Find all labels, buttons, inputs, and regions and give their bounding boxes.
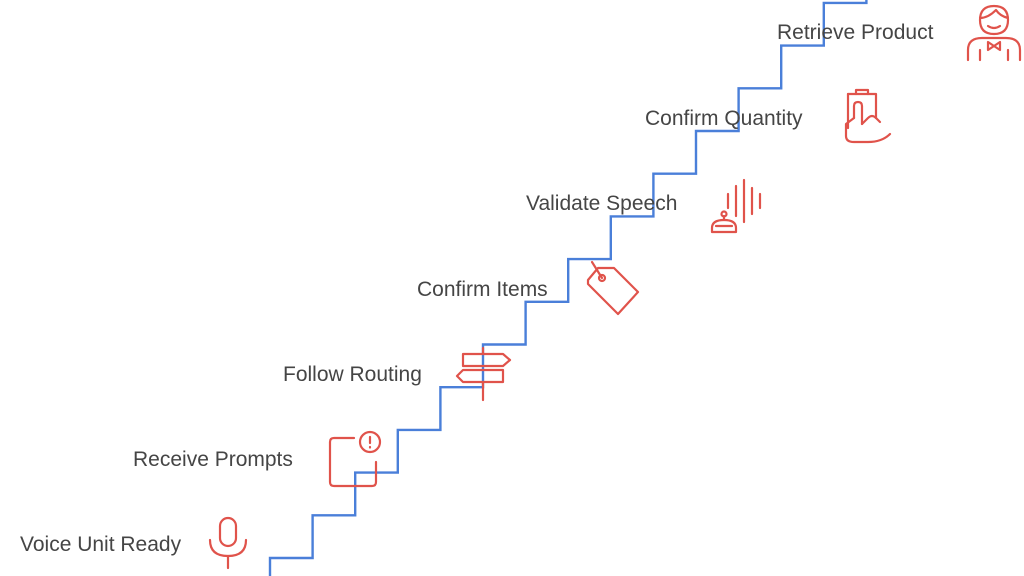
step-label-follow-routing: Follow Routing [283,363,422,386]
step-label-validate-speech: Validate Speech [526,192,678,215]
step-label-retrieve-product: Retrieve Product [777,21,934,44]
price-tag-icon [584,260,640,316]
worker-icon [966,4,1022,62]
step-label-confirm-quantity: Confirm Quantity [645,107,803,130]
step-label-receive-prompts: Receive Prompts [133,448,293,471]
step-label-voice-unit-ready: Voice Unit Ready [20,533,182,556]
voice-robot-icon [710,176,766,234]
microphone-icon [200,512,256,570]
step-label-confirm-items: Confirm Items [417,278,548,301]
signpost-icon [455,344,512,402]
clipboard-hand-icon [838,88,894,144]
alert-message-icon [326,430,382,488]
